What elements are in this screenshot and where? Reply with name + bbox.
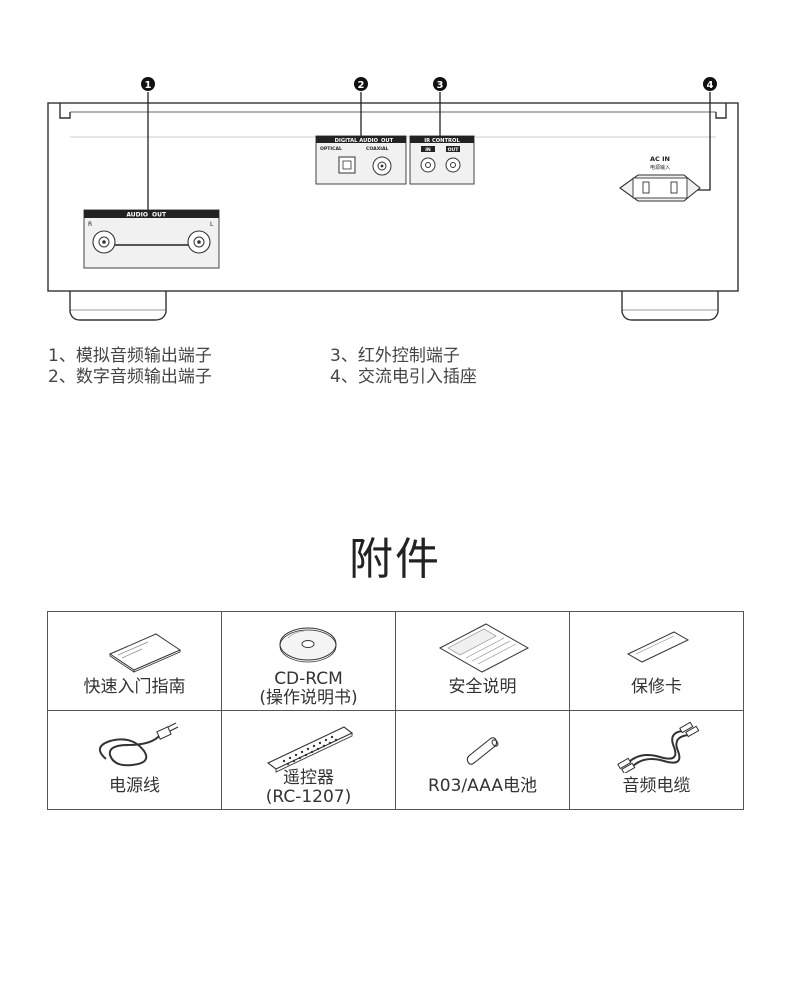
digital-audio-label: DIGITAL AUDIO	[335, 138, 379, 144]
accessory-cell-cd-rcm: CD-RCM (操作说明书)	[221, 611, 396, 711]
callout-markers: 1 2 3 4	[141, 77, 717, 91]
accessories-title: 附件	[349, 534, 441, 585]
digital-audio-out-block: DIGITAL AUDIO OUT OPTICAL COAXIAL	[315, 135, 407, 185]
quick-guide-icon	[108, 633, 182, 673]
channel-l-label: L	[210, 221, 214, 228]
audio-out-label: AUDIO	[126, 212, 148, 219]
accessories-table: 快速入门指南 CD-RCM (操作说明书) 安全说明	[47, 611, 744, 810]
channel-r-label: R	[88, 221, 92, 228]
legend-item-1: 1、模拟音频输出端子	[48, 346, 212, 366]
accessory-cell-quick-guide: 快速入门指南	[47, 611, 222, 711]
cd-disc-icon	[279, 627, 337, 663]
remote-control-icon	[266, 726, 354, 773]
safety-booklet-icon	[438, 623, 530, 673]
accessory-label: 安全说明	[448, 677, 517, 697]
ir-in-label: IN	[425, 147, 431, 153]
callout-3: 3	[437, 80, 444, 91]
ir-in-jack	[420, 157, 436, 173]
legend-right: 3、红外控制端子 4、交流电引入插座	[330, 346, 477, 388]
accessory-cell-warranty: 保修卡	[569, 611, 744, 711]
accessory-cell-battery: R03/AAA电池	[395, 710, 570, 810]
accessory-label: 遥控器	[283, 768, 334, 788]
accessory-sublabel: (RC-1207)	[265, 787, 352, 807]
accessory-label: 快速入门指南	[83, 677, 186, 697]
warranty-card-icon	[626, 631, 690, 663]
callout-1: 1	[145, 80, 152, 91]
ir-control-block: IR CONTROL IN OUT	[409, 135, 475, 185]
legend-item-4: 4、交流电引入插座	[330, 367, 477, 387]
accessory-sublabel: (操作说明书)	[259, 688, 358, 708]
legend-item-3: 3、红外控制端子	[330, 346, 460, 366]
accessory-cell-audio-cable: 音频电缆	[569, 710, 744, 810]
audio-cable-icon	[617, 721, 700, 773]
ac-in-sublabel: 电源输入	[650, 164, 670, 171]
optical-port	[338, 156, 356, 174]
ir-out-label: OUT	[448, 147, 460, 153]
ir-control-label: IR CONTROL	[424, 138, 460, 144]
accessory-cell-power-cord: 电源线	[47, 710, 222, 810]
accessory-label: 音频电缆	[622, 776, 691, 796]
coaxial-label: COAXIAL	[366, 146, 389, 152]
ac-inlet-block: AC IN 电源输入	[619, 155, 701, 202]
accessory-label: 电源线	[109, 776, 160, 796]
digital-audio-badge: OUT	[381, 138, 394, 144]
legend-item-2: 2、数字音频输出端子	[48, 367, 212, 387]
legend-left: 1、模拟音频输出端子 2、数字音频输出端子	[48, 346, 212, 388]
ac-in-label: AC IN	[650, 155, 670, 163]
audio-out-badge: OUT	[152, 212, 167, 219]
accessory-label: 保修卡	[631, 677, 682, 697]
accessory-cell-remote: 遥控器 (RC-1207)	[221, 710, 396, 810]
callout-2: 2	[358, 80, 365, 91]
power-cord-icon	[99, 722, 179, 767]
optical-label: OPTICAL	[320, 146, 342, 152]
rear-panel-diagram: 1 2 3 4 AUDIO OUT R L DIGITAL AUDIO OUT …	[47, 77, 739, 321]
ir-out-jack	[445, 157, 461, 173]
callout-4: 4	[707, 80, 714, 91]
accessory-cell-safety: 安全说明	[395, 611, 570, 711]
analog-audio-out-block: AUDIO OUT R L	[83, 209, 220, 269]
accessory-label: CD-RCM	[274, 669, 343, 689]
battery-icon	[466, 737, 499, 765]
accessory-label: R03/AAA电池	[427, 776, 537, 796]
